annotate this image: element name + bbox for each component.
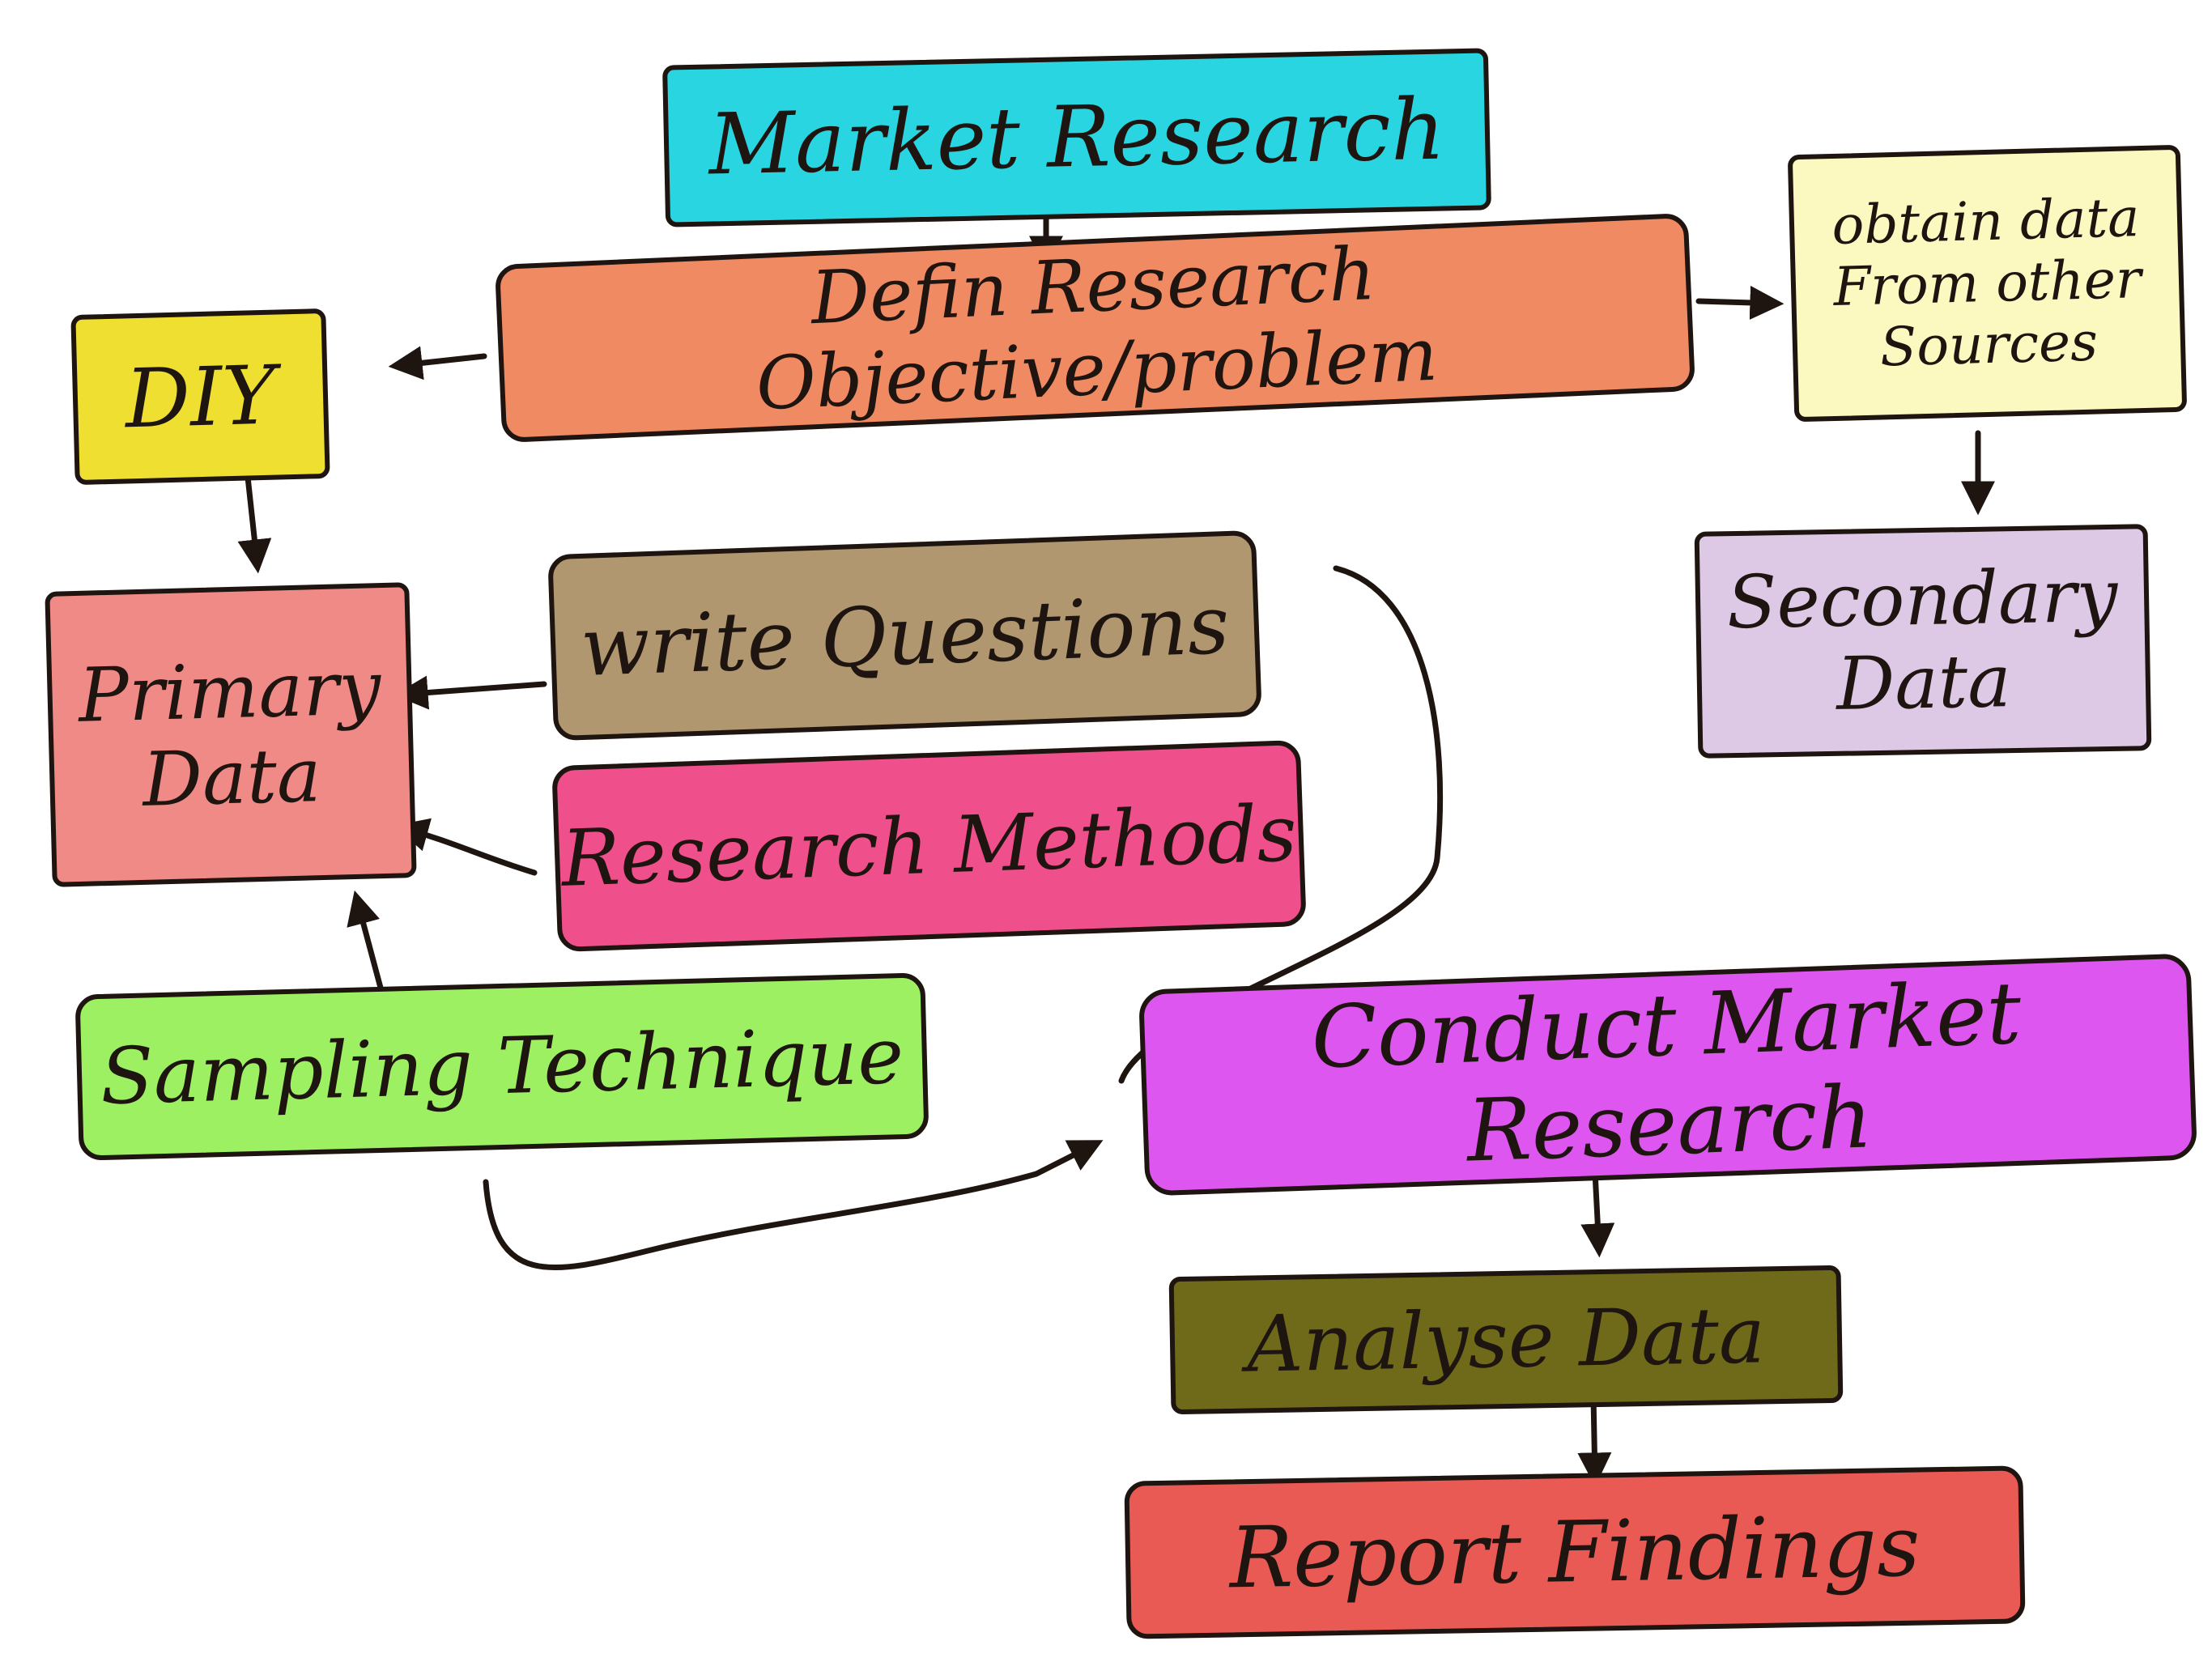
node-report-findings-label: Report Findings (1228, 1496, 1921, 1608)
arrow-sampling-to-primary (347, 890, 384, 991)
arrow-conduct-to-analyse (1580, 1169, 1615, 1258)
node-market-research-label: Market Research (708, 79, 1446, 194)
node-write-questions: write Questions (547, 529, 1262, 742)
node-research-methods-label: Research Methods (559, 787, 1299, 904)
node-secondary-data: Secondary Data (1694, 524, 2152, 759)
node-diy-label: DIY (124, 347, 277, 446)
node-primary-data: Primary Data (45, 582, 417, 887)
node-secondary-data-label: Secondary Data (1725, 553, 2119, 727)
node-obtain-data-other-sources: obtain data From other Sources (1787, 144, 2188, 423)
node-sampling-technique-label: Sampling Technique (99, 1010, 905, 1123)
arrow-questions-to-primary (393, 675, 547, 710)
node-write-questions-label: write Questions (578, 576, 1231, 695)
arrow-define-to-obtain (1695, 285, 1784, 320)
node-conduct-market-research: Conduct Market Research (1138, 953, 2198, 1197)
arrow-analyse-to-report (1577, 1393, 1612, 1487)
node-diy: DIY (70, 308, 330, 486)
node-obtain-data-other-sources-label: obtain data From other Sources (1831, 186, 2142, 379)
node-primary-data-label: Primary Data (77, 644, 382, 823)
node-research-methods: Research Methods (551, 739, 1307, 953)
arrow-diy-to-primary (237, 466, 272, 574)
node-market-research: Market Research (662, 48, 1491, 227)
curve-bracket-bottom-to-conduct (483, 1140, 1104, 1271)
arrow-methods-to-primary (393, 818, 538, 876)
node-report-findings: Report Findings (1124, 1465, 2026, 1639)
node-analyse-data: Analyse Data (1168, 1265, 1844, 1415)
node-conduct-market-research-label: Conduct Market Research (1309, 963, 2023, 1181)
node-sampling-technique: Sampling Technique (74, 972, 929, 1161)
arrow-define-to-diy (388, 346, 487, 380)
node-analyse-data-label: Analyse Data (1246, 1290, 1766, 1390)
